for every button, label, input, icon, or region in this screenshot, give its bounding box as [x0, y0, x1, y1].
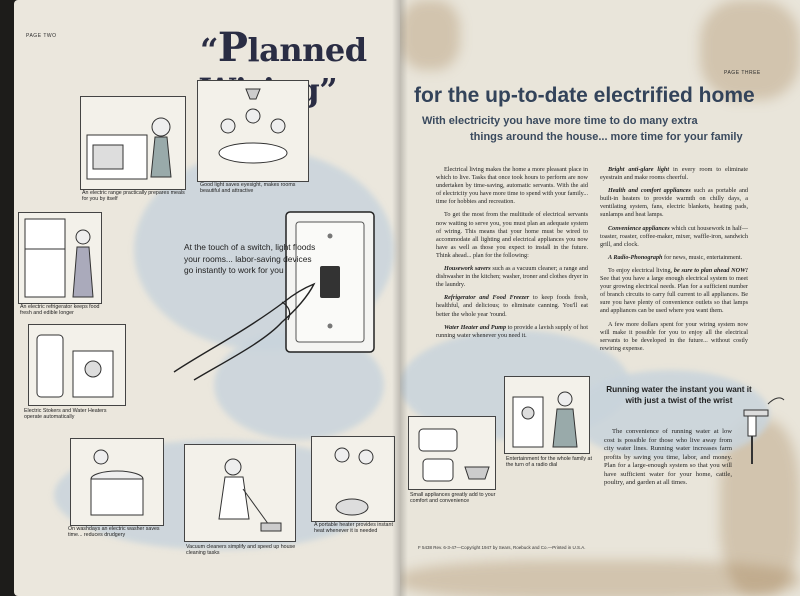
paper-stain [700, 0, 800, 100]
paragraph: A few more dollars spent for your wiring… [600, 320, 748, 352]
paragraph-text: To enjoy electrical living, [608, 266, 673, 274]
paper-stain [400, 0, 460, 70]
subhead-line-1: With electricity you have more time to d… [422, 115, 698, 127]
paragraph: Electrical living makes the home a more … [436, 166, 589, 206]
vacuum-caption: Vacuum cleaners simplify and speed up ho… [186, 544, 296, 557]
light-switch-illustration [282, 208, 378, 356]
right-page: PAGE THREE for the up-to-date electrifie… [400, 0, 800, 596]
vacuum-illustration [184, 444, 296, 542]
paragraph: A Radio-Phonograph for news, music, ente… [600, 254, 748, 262]
running-water-title: Running water the instant you want it wi… [606, 385, 752, 405]
paragraph: Water Heater and Pump to provide a lavis… [436, 324, 588, 340]
heater-illustration [311, 436, 395, 522]
paragraph-text: for news, music, entertainment. [662, 253, 743, 261]
heater-caption: A portable heater provides instant heat … [314, 522, 393, 535]
refrigerator-caption: An electric refrigerator keeps food fres… [20, 304, 100, 317]
lead-in: Bright anti-glare light [608, 166, 670, 173]
paragraph: To enjoy electrical living, be sure to p… [600, 267, 748, 316]
lead-in: be sure to plan ahead NOW! [672, 266, 748, 274]
range-illustration [80, 96, 186, 190]
left-page: PAGE TWO “Planned Wiring” An electric ra… [14, 0, 400, 596]
paragraph-text: in every room to eliminate eyestrain and… [600, 166, 749, 182]
paragraph: Refrigerator and Food Freezer to keep fo… [436, 294, 588, 318]
lead-in: Housework savers [444, 265, 491, 273]
blue-wash [570, 370, 770, 460]
stokers-caption: Electric Stokers and Water Heaters opera… [24, 408, 107, 421]
light-caption: Good light saves eyesight, makes rooms b… [200, 182, 296, 195]
paragraph: Convenience appliances which cut housewo… [600, 225, 748, 249]
radio-illustration [504, 376, 590, 454]
copyright-footer: F 5438 Rev. 6-3-47—Copyright 1947 by Sea… [418, 545, 586, 550]
washer-caption: On washdays an electric washer saves tim… [68, 526, 160, 539]
paragraph-text: See that you have a large enough electri… [600, 275, 748, 315]
lead-in: Water Heater and Pump [444, 323, 507, 331]
small-appliances-caption: Small appliances greatly add to your com… [410, 492, 496, 505]
headline: for the up-to-date electrified home [414, 84, 755, 107]
paper-stain [400, 560, 800, 596]
subhead-line-2: things around the house... more time for… [470, 131, 743, 143]
page-number: PAGE THREE [724, 70, 761, 76]
body-column-2: Bright anti-glare light in every room to… [600, 166, 748, 358]
lead-in: Health and comfort appliances [608, 187, 691, 195]
paragraph-text: such as portable and built-in heaters to… [600, 187, 749, 219]
paragraph-text: to provide a lavish supply of hot runnin… [436, 323, 588, 339]
paragraph: Health and comfort appliances such as po… [600, 187, 748, 219]
refrigerator-illustration [18, 212, 102, 304]
book-gutter [392, 0, 408, 596]
title-cap: P [217, 24, 248, 71]
paragraph-text: to keep foods fresh, healthful, and deli… [436, 294, 588, 318]
paragraph: To get the most from the multitude of el… [436, 211, 588, 259]
washer-illustration [70, 438, 164, 526]
small-appliances-illustration [408, 416, 496, 490]
title-close-quote: ” [319, 71, 338, 109]
running-water-body: The convenience of running water at low … [604, 428, 732, 486]
paragraph-text: which cut housework in half—toaster, roa… [600, 224, 748, 248]
body-column-1: Electrical living makes the home a more … [436, 166, 588, 345]
lead-in: A Radio-Phonograph [608, 253, 663, 261]
stoker-illustration [28, 324, 126, 406]
family-dinner-illustration [197, 80, 309, 182]
title-open-quote: “ [200, 31, 218, 69]
range-caption: An electric range practically prepares m… [82, 190, 185, 203]
radio-caption: Entertainment for the whole family at th… [506, 456, 592, 469]
switch-text: At the touch of a switch, light floods y… [184, 242, 316, 275]
lead-in: Refrigerator and Food Freezer [444, 294, 530, 302]
paragraph: Housework savers such as a vacuum cleane… [436, 265, 588, 289]
hand-illustration [164, 262, 324, 382]
paragraph: Bright anti-glare light in every room to… [600, 166, 748, 182]
page-number: PAGE TWO [26, 33, 57, 39]
faucet-illustration [728, 384, 788, 494]
lead-in: Convenience appliances [608, 224, 670, 232]
paragraph-text: such as a vacuum cleaner; a range and di… [436, 265, 588, 289]
